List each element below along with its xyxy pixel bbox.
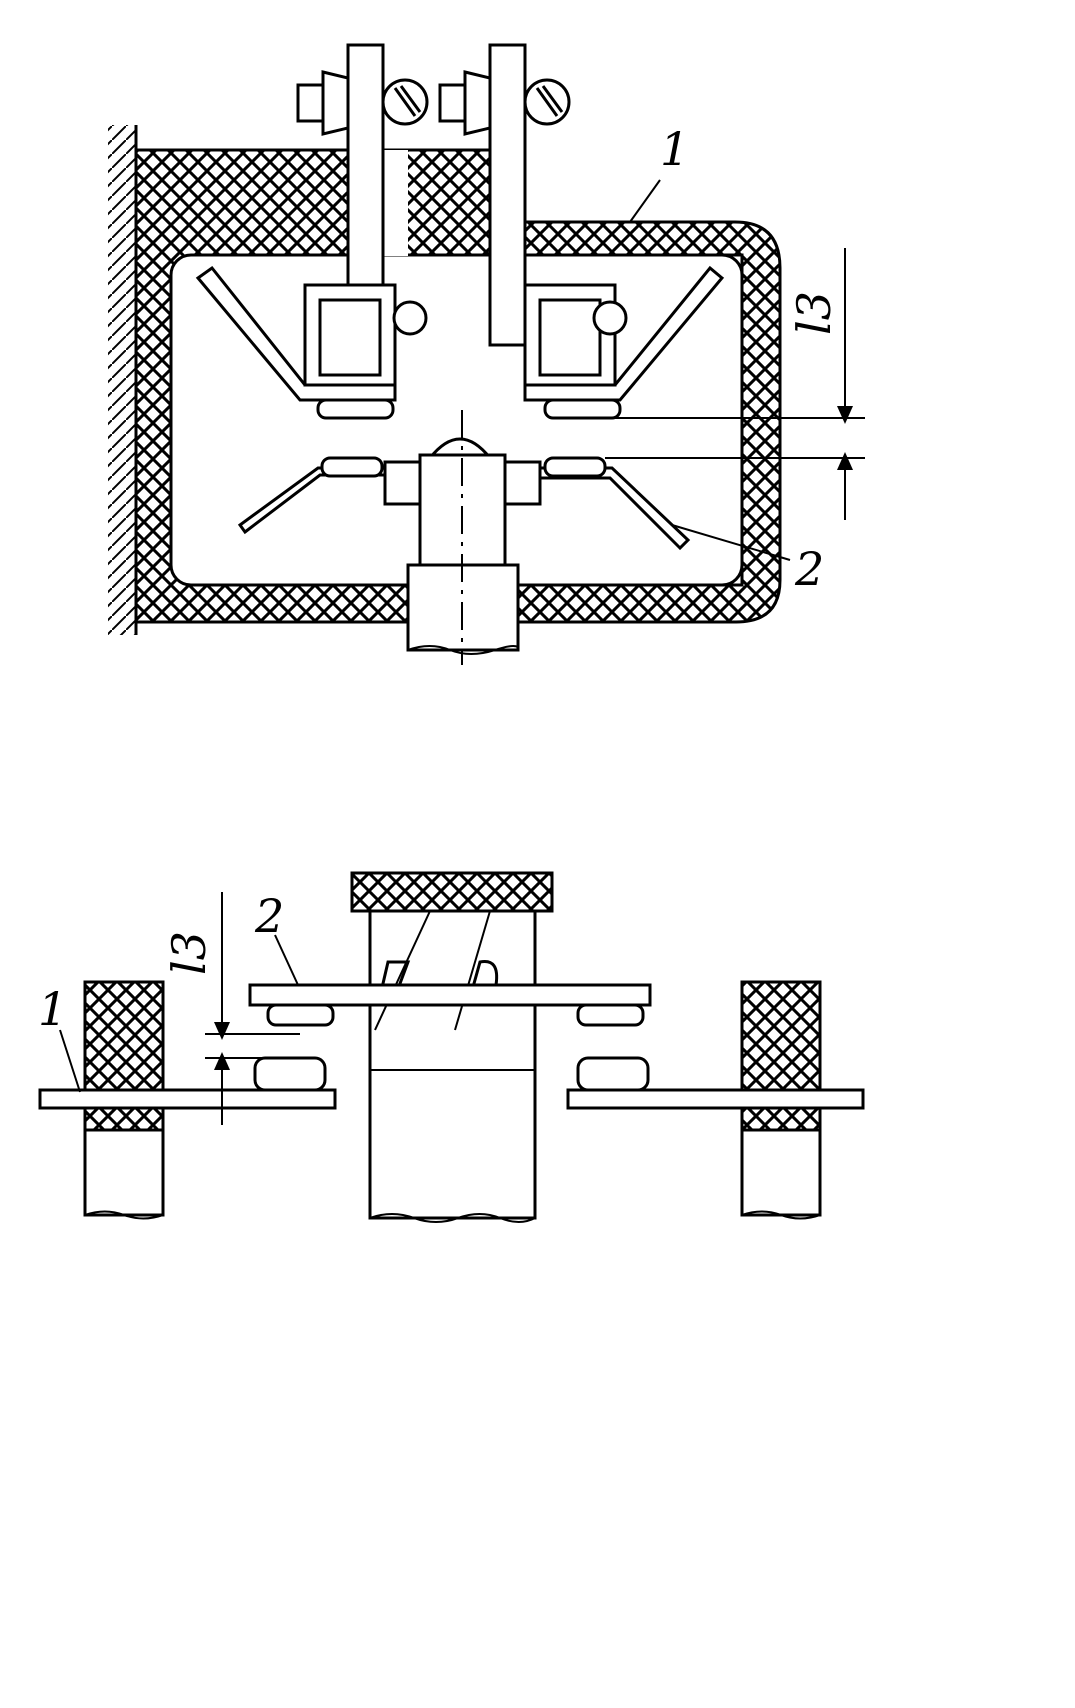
fixed-contact-bar-right <box>566 1088 865 1110</box>
insulating-post-right <box>740 980 822 1220</box>
terminal-blade-right <box>488 43 527 347</box>
callout-2-bottom: 2 <box>254 889 284 943</box>
callout-1-bottom: 1 <box>38 982 67 1036</box>
moving-contact-bar <box>248 983 652 1007</box>
fixed-contact-right <box>523 265 725 420</box>
leader-2-top <box>671 524 791 561</box>
leader-1-top <box>629 179 661 223</box>
leader-2-bottom <box>274 934 299 986</box>
insulating-post-left <box>83 980 165 1220</box>
fixed-contact-left <box>195 265 428 420</box>
screw-right <box>438 70 571 136</box>
screw-left <box>296 70 429 136</box>
dimension-l3-top <box>605 248 865 520</box>
mounting-wall <box>108 125 138 635</box>
callout-2-top: 2 <box>794 542 824 596</box>
leader-1-bottom <box>59 1029 81 1093</box>
bottom-figure: l3 1 2 <box>38 871 865 1223</box>
callout-1-top: 1 <box>660 122 689 176</box>
plunger-body <box>368 909 537 1220</box>
top-figure: l3 1 2 <box>108 43 865 665</box>
fixed-contact-bar-left <box>38 1088 337 1110</box>
plunger-cap <box>350 871 554 913</box>
dimension-label-l3-top: l3 <box>787 291 841 335</box>
dimension-l3-bottom <box>205 892 300 1125</box>
dimension-label-l3-bottom: l3 <box>162 931 216 975</box>
